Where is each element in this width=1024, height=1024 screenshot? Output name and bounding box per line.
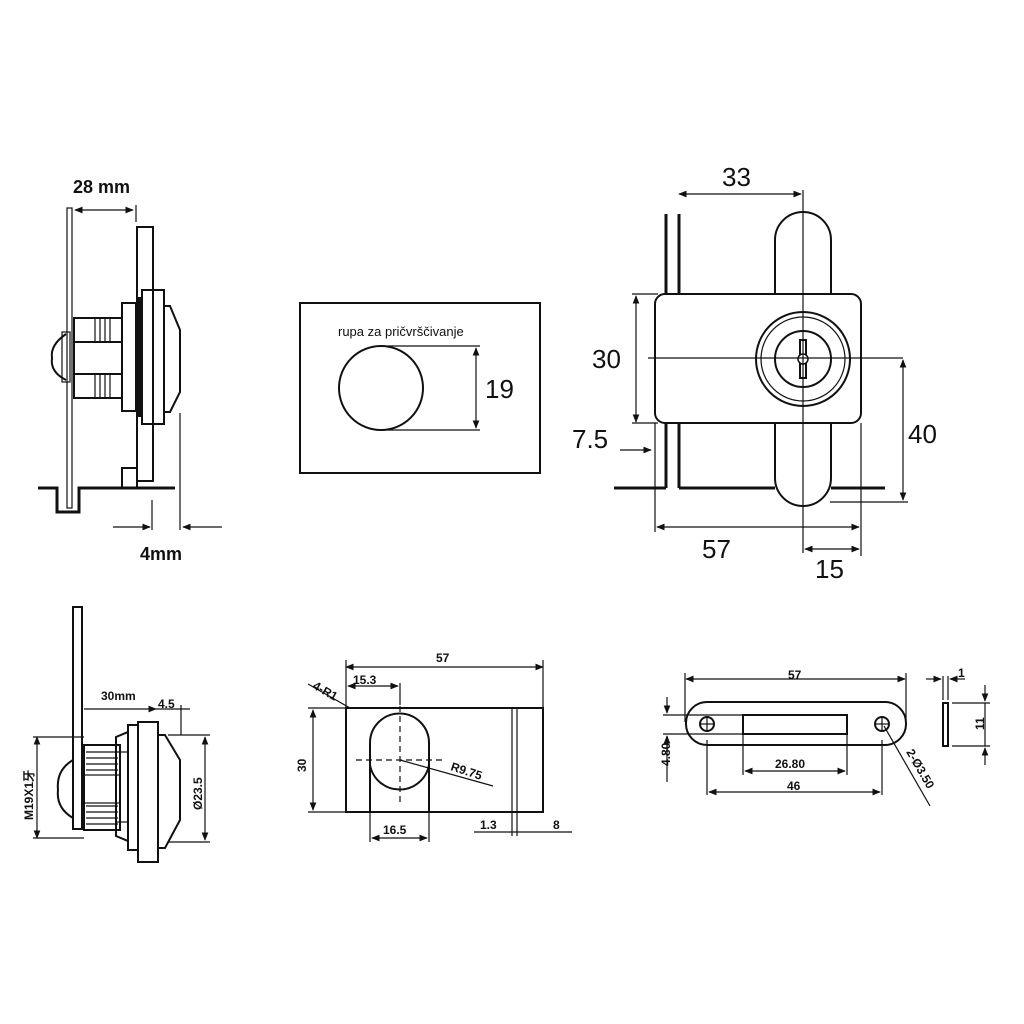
dim-label-30-bracket: 30	[295, 758, 309, 772]
d-cut-hole	[369, 712, 430, 812]
dim-label-15: 15	[815, 554, 844, 584]
dim-label-11: 11	[973, 717, 987, 730]
mount-hole-right	[874, 716, 890, 732]
cam-bar-outline	[685, 701, 907, 746]
front-view-top-right: 33 30 7.5 40	[572, 162, 937, 584]
cabinet-frame	[38, 486, 175, 514]
dim-label-16-5: 16.5	[383, 823, 407, 837]
dim-label-8: 8	[553, 818, 560, 832]
dim-label-40: 40	[908, 419, 937, 449]
dim-label-57: 57	[702, 534, 731, 564]
lock-flange	[141, 289, 165, 425]
cam-bar-drawing: 57 4.80 26.80 46 2-Ø3.50	[659, 666, 990, 807]
dim-label-thread: M19X1牙	[22, 770, 36, 820]
dim-label-26-80: 26.80	[775, 757, 805, 771]
hex-nut	[115, 730, 129, 843]
cam-bar-slot	[742, 714, 848, 735]
cam-knob-bottom	[56, 759, 74, 819]
dim-label-28mm: 28 mm	[73, 177, 130, 197]
lock-nut	[121, 302, 137, 412]
dim-label-46: 46	[787, 779, 801, 793]
lock-face	[164, 305, 181, 413]
flange	[137, 721, 159, 863]
dim-label-1-3: 1.3	[480, 818, 497, 832]
dim-label-4-5: 4.5	[158, 697, 175, 711]
dim-label-57-cam: 57	[788, 668, 802, 682]
cam-bar-side	[942, 702, 949, 747]
cam-knob	[50, 333, 67, 381]
mounting-hole	[338, 345, 424, 431]
mounting-hole-plate: rupa za pričvrščivanje 19	[299, 302, 541, 474]
plate-outline	[299, 302, 541, 474]
bracket-outline	[345, 707, 544, 813]
dim-label-diameter: Ø23.5	[191, 777, 205, 810]
bracket-plate: 57 15.3 4-R1 30 R9.75 16.5 1.3 8	[295, 651, 572, 842]
mounting-hole-note: rupa za pričvrščivanje	[338, 324, 464, 339]
side-view-bottom-left: 30mm 4.5 M19X1牙 Ø23.5	[22, 606, 210, 863]
dim-label-15-3: 15.3	[353, 673, 377, 687]
dim-label-30: 30	[592, 344, 621, 374]
side-view-top-left: 28 mm 4mm	[38, 177, 222, 564]
dim-label-1: 1	[958, 666, 965, 680]
dim-label-4mm: 4mm	[140, 544, 182, 564]
lock-body	[73, 317, 123, 399]
dim-label-r9-75: R9.75	[449, 760, 484, 783]
washer	[136, 297, 142, 417]
dim-label-30mm: 30mm	[101, 689, 136, 703]
door-panel	[66, 207, 73, 509]
dim-label-7-5: 7.5	[572, 424, 608, 454]
dim-label-4-80: 4.80	[659, 742, 673, 766]
cam-plate	[72, 606, 83, 830]
dim-label-57-bracket: 57	[436, 651, 450, 665]
mount-hole-left	[699, 716, 715, 732]
dim-label-33: 33	[722, 162, 751, 192]
dim-label-19: 19	[485, 374, 514, 404]
